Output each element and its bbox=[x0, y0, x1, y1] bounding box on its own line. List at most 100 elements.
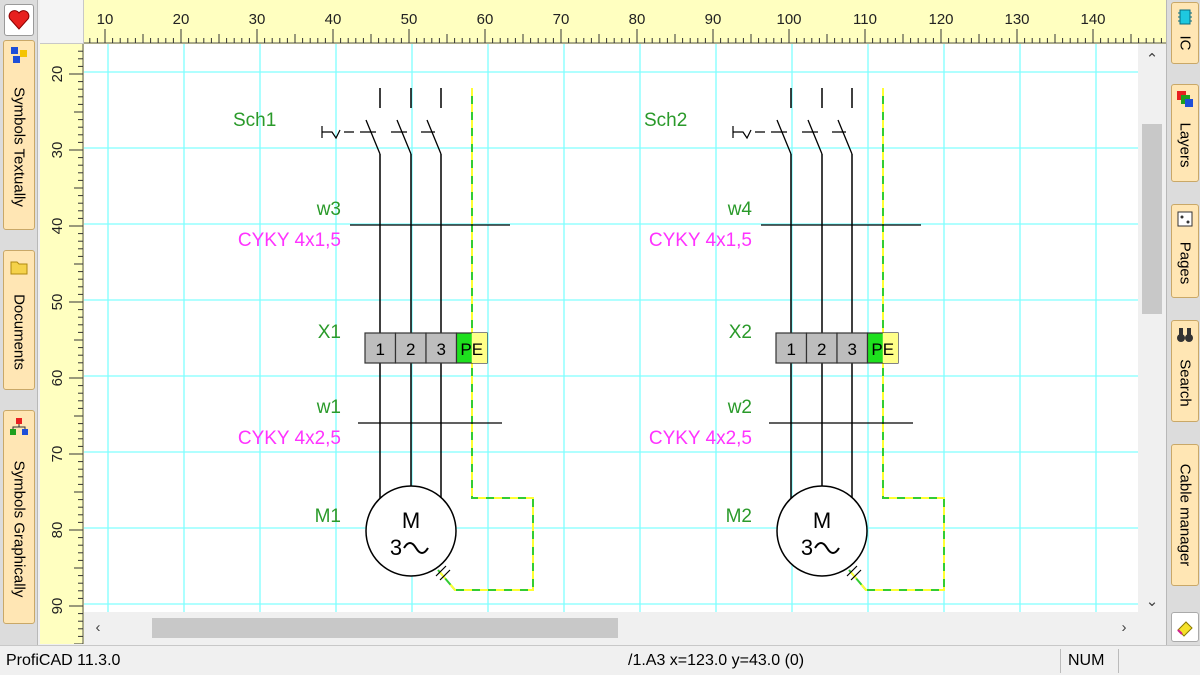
terminal-cell bbox=[425, 332, 458, 364]
symbols-graphical-icon bbox=[10, 418, 28, 435]
tab-label: Pages bbox=[1176, 241, 1194, 285]
tab-label: Search bbox=[1176, 359, 1194, 407]
horizontal-scroll-thumb[interactable] bbox=[152, 618, 618, 638]
ruler-bg bbox=[84, 0, 1166, 44]
vertical-scroll-thumb[interactable] bbox=[1142, 124, 1162, 314]
ruler-label: 110 bbox=[853, 11, 877, 28]
ruler-bg bbox=[40, 44, 84, 644]
cable-type-label: CYKY 4x1,5 bbox=[649, 230, 752, 251]
grid bbox=[84, 44, 1138, 612]
cable-type-label: CYKY 4x1,5 bbox=[238, 230, 341, 251]
left-panel-strip: Symbols Textually Documents Symbols Grap… bbox=[0, 0, 38, 645]
scroll-down-icon[interactable]: ⌄ bbox=[1145, 593, 1159, 610]
terminal-number: 1 bbox=[787, 340, 796, 359]
tab-ic[interactable]: IC bbox=[1171, 2, 1199, 64]
tab-label: Symbols Graphically bbox=[10, 460, 28, 598]
motor-symbol bbox=[776, 485, 868, 577]
ruler-label: 50 bbox=[401, 11, 418, 28]
terminal-cell bbox=[775, 332, 808, 364]
ruler-label: 70 bbox=[49, 446, 66, 463]
scroll-right-icon[interactable]: › bbox=[1121, 619, 1127, 636]
status-app-name: ProfiCAD 11.3.0 bbox=[6, 652, 121, 669]
switch-blade bbox=[396, 119, 412, 155]
terminal-label: X1 bbox=[318, 322, 341, 343]
cable-name-label: w4 bbox=[727, 199, 753, 220]
terminal-cell bbox=[394, 332, 427, 364]
status-num-lock: NUM bbox=[1068, 652, 1105, 669]
tab-label: Cable manager bbox=[1176, 463, 1194, 567]
right-panel-strip: IC Layers Pages Search Cable ma bbox=[1166, 0, 1200, 645]
switch-blade bbox=[807, 119, 823, 155]
folder-icon bbox=[10, 261, 28, 275]
tab-cable-manager[interactable]: Cable manager bbox=[1171, 444, 1199, 586]
ruler-label: 50 bbox=[49, 294, 66, 311]
motor-label: M1 bbox=[315, 506, 341, 527]
ruler-label: 20 bbox=[49, 66, 66, 83]
motor-symbol bbox=[365, 485, 457, 577]
pe-conductor-stripe bbox=[848, 88, 945, 591]
tab-symbols-graphically[interactable]: Symbols Graphically bbox=[3, 410, 35, 624]
terminal-cell-pe-stripe bbox=[471, 333, 487, 363]
status-separator bbox=[1118, 649, 1119, 673]
scroll-up-icon[interactable]: ⌃ bbox=[1145, 51, 1159, 68]
tab-documents[interactable]: Documents bbox=[3, 250, 35, 390]
ruler-label: 40 bbox=[325, 11, 342, 28]
ruler-label: 120 bbox=[928, 11, 953, 28]
switch-blade bbox=[776, 119, 792, 155]
terminal-number: 2 bbox=[817, 340, 826, 359]
terminal-number: 2 bbox=[406, 340, 415, 359]
motor-letter: M bbox=[402, 508, 420, 533]
tab-label: Layers bbox=[1176, 122, 1194, 168]
favorites-button[interactable] bbox=[4, 4, 34, 36]
terminal-number: 3 bbox=[437, 340, 446, 359]
ruler-label: 70 bbox=[553, 11, 570, 28]
motor-phase: 3 bbox=[801, 535, 813, 560]
ic-icon bbox=[1178, 9, 1192, 25]
terminal-cell-pe-stripe bbox=[882, 333, 898, 363]
switch-label: Sch2 bbox=[644, 110, 687, 131]
ruler-label: 10 bbox=[97, 11, 114, 28]
tab-search[interactable]: Search bbox=[1171, 320, 1199, 422]
ruler-label: 80 bbox=[629, 11, 646, 28]
switch-blade bbox=[365, 119, 381, 155]
eraser-icon bbox=[1177, 621, 1193, 637]
tab-layers[interactable]: Layers bbox=[1171, 84, 1199, 182]
horizontal-ruler[interactable]: 1020304050607080901001101201301401 bbox=[84, 0, 1166, 44]
eraser-button[interactable] bbox=[1171, 612, 1199, 642]
status-bar: ProfiCAD 11.3.0 /1.A3 x=123.0 y=43.0 (0)… bbox=[0, 645, 1200, 675]
horizontal-scrollbar[interactable]: ‹ › bbox=[84, 612, 1138, 644]
motor-ground-mark bbox=[435, 565, 451, 581]
symbols-textual-icon bbox=[11, 47, 27, 63]
ruler-corner bbox=[40, 0, 84, 44]
cable-name-label: w1 bbox=[316, 397, 341, 418]
tab-label: IC bbox=[1176, 35, 1194, 51]
vertical-scrollbar[interactable]: ⌃ ⌄ bbox=[1138, 44, 1166, 612]
pages-icon bbox=[1177, 211, 1193, 227]
switch-label: Sch1 bbox=[233, 110, 276, 131]
tab-symbols-textually[interactable]: Symbols Textually bbox=[3, 40, 35, 230]
layers-icon bbox=[1177, 91, 1193, 107]
status-position: /1.A3 x=123.0 y=43.0 (0) bbox=[628, 652, 805, 669]
motor-letter: M bbox=[813, 508, 831, 533]
ruler-label: 20 bbox=[173, 11, 190, 28]
status-separator bbox=[1060, 649, 1061, 673]
ruler-label: 100 bbox=[776, 11, 801, 28]
cable-name-label: w2 bbox=[727, 397, 752, 418]
motor-ac-wave bbox=[403, 542, 429, 554]
switch-operator bbox=[321, 126, 435, 140]
cable-type-label: CYKY 4x2,5 bbox=[649, 428, 752, 449]
terminal-number: 3 bbox=[848, 340, 857, 359]
motor-ground-mark bbox=[846, 565, 862, 581]
ruler-label: 1 bbox=[1165, 11, 1166, 28]
tab-label: Symbols Textually bbox=[10, 87, 28, 207]
tab-label: Documents bbox=[10, 294, 28, 370]
ruler-label: 90 bbox=[705, 11, 722, 28]
tab-pages[interactable]: Pages bbox=[1171, 204, 1199, 298]
ruler-label: 60 bbox=[49, 370, 66, 387]
scroll-left-icon[interactable]: ‹ bbox=[95, 619, 101, 636]
